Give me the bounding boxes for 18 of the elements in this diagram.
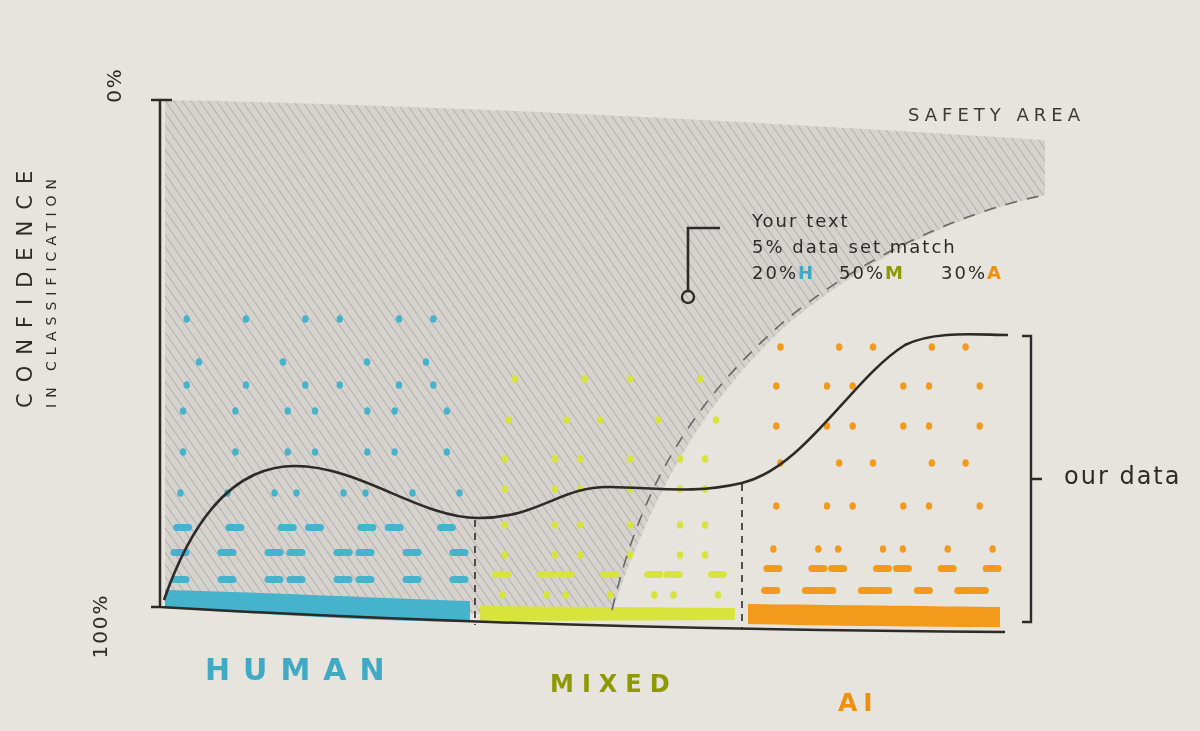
category-label: HUMAN bbox=[205, 652, 398, 688]
area-label: SAFETY AREA bbox=[908, 104, 1086, 126]
category-initial: H bbox=[798, 261, 816, 285]
bracket-label: our data bbox=[1064, 462, 1182, 491]
leader-line bbox=[686, 226, 720, 291]
point-marker bbox=[680, 289, 696, 305]
percentage-text: 50% bbox=[839, 261, 886, 285]
category-initial: A bbox=[987, 261, 1003, 285]
axis-tick-label: 0% bbox=[102, 67, 126, 103]
callout-text: 5% data set match bbox=[752, 235, 957, 259]
percentage-text: 30% bbox=[941, 261, 988, 285]
category-initial: M bbox=[885, 261, 906, 285]
axis-title: CONFIDENCE IN CLASSIFICATION bbox=[12, 158, 60, 408]
category-label: AI bbox=[838, 688, 879, 718]
category-label: MIXED bbox=[550, 670, 678, 699]
axis-tick-label: 100% bbox=[88, 593, 112, 659]
callout-heading: Your text bbox=[752, 209, 850, 233]
percentage-text: 20% bbox=[752, 261, 798, 285]
